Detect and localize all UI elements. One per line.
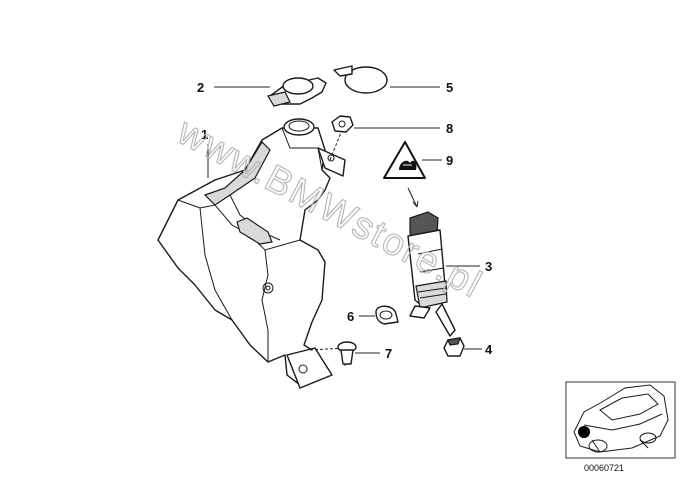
expanding-clip [337, 341, 357, 365]
warning-triangle-icon [383, 141, 426, 179]
svg-text:1: 1 [201, 127, 208, 142]
svg-text:2: 2 [197, 80, 204, 95]
filler-cap [267, 77, 327, 107]
rubber-grommet [443, 337, 465, 357]
callout-8: 8 [354, 121, 453, 136]
cover-cap [333, 65, 388, 94]
callout-1: 1 [201, 127, 209, 178]
callout-6: 6 [347, 309, 375, 324]
callout-9: 9 [422, 153, 453, 168]
svg-text:6: 6 [347, 309, 354, 324]
callout-7: 7 [355, 346, 392, 361]
svg-text:9: 9 [446, 153, 453, 168]
hose-clamp [375, 305, 399, 325]
callout-3: 3 [446, 259, 492, 274]
washer-pump [407, 211, 456, 337]
svg-text:4: 4 [485, 342, 493, 357]
car-location-thumbnail: 00060721 [565, 381, 676, 473]
svg-text:5: 5 [446, 80, 453, 95]
callout-4: 4 [464, 342, 493, 357]
hex-nut [331, 115, 354, 133]
svg-text:8: 8 [446, 121, 453, 136]
svg-text:3: 3 [485, 259, 492, 274]
svg-text:00060721: 00060721 [584, 463, 624, 473]
svg-text:7: 7 [385, 346, 392, 361]
washer-reservoir [157, 118, 346, 389]
callout-2: 2 [197, 80, 270, 95]
callout-5: 5 [390, 80, 453, 95]
location-marker-icon [578, 426, 590, 438]
